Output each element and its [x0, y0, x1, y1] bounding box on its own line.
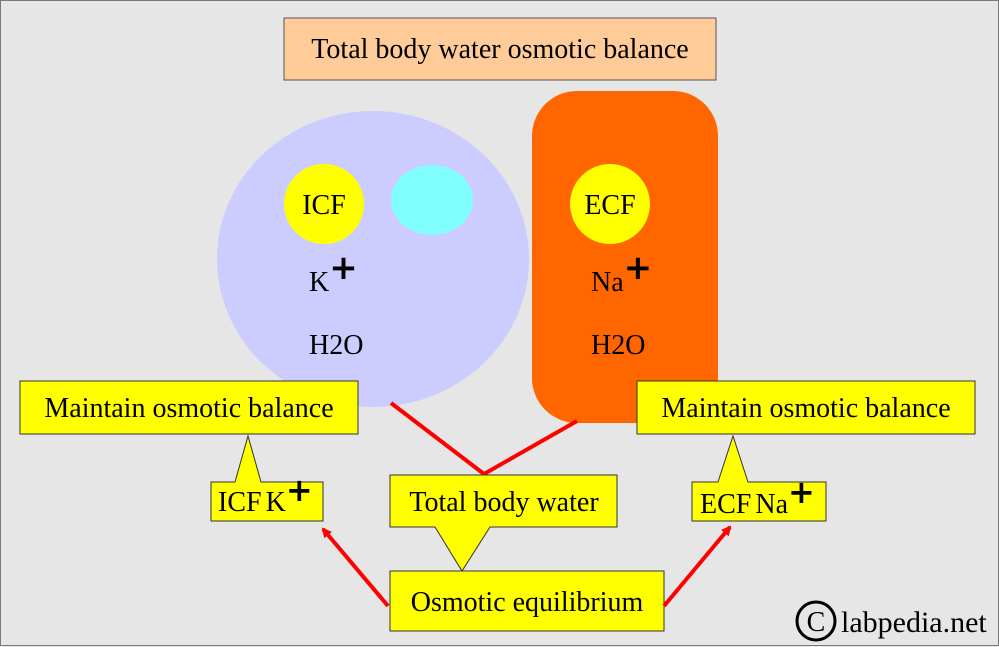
title-text: Total body water osmotic balance: [311, 34, 688, 65]
icf-label: ICF: [302, 190, 346, 221]
arrow-to-ecf-na: [662, 525, 732, 608]
arrow-to-icf-k: [321, 527, 390, 608]
ecf-water-text: H2O: [591, 330, 645, 361]
icf-cell: ICF K+ H2O: [217, 111, 529, 407]
right-maintain-text: Maintain osmotic balance: [661, 393, 950, 424]
title-box: Total body water osmotic balance: [283, 17, 717, 81]
ecf-block: ECF Na+ H2O: [532, 91, 718, 423]
arrows: [321, 525, 732, 608]
osmotic-equilibrium-box: Osmotic equilibrium: [389, 570, 665, 632]
small-cyan-circle: [391, 165, 473, 235]
total-body-water-callout: Total body water: [389, 474, 618, 572]
ecf-label-circle: [570, 164, 650, 244]
right-maintain-box: Maintain osmotic balance: [636, 380, 976, 435]
osmotic-equilibrium-text: Osmotic equilibrium: [411, 587, 644, 618]
ecf-label: ECF: [584, 190, 635, 221]
total-body-water-text: Total body water: [409, 487, 599, 518]
icf-ion-text: K+: [309, 248, 358, 298]
icf-water-text: H2O: [309, 330, 363, 361]
connector-lines: [389, 401, 578, 476]
copyright-icon: [795, 600, 837, 642]
watermark: C labpedia.net: [795, 600, 987, 642]
svg-text:C: C: [807, 607, 826, 638]
left-maintain-box: Maintain osmotic balance: [19, 380, 359, 435]
left-maintain-text: Maintain osmotic balance: [44, 393, 333, 424]
ecf-ion-text: Na+: [591, 248, 652, 298]
watermark-text: labpedia.net: [841, 606, 987, 639]
icf-label-circle: [284, 164, 364, 244]
